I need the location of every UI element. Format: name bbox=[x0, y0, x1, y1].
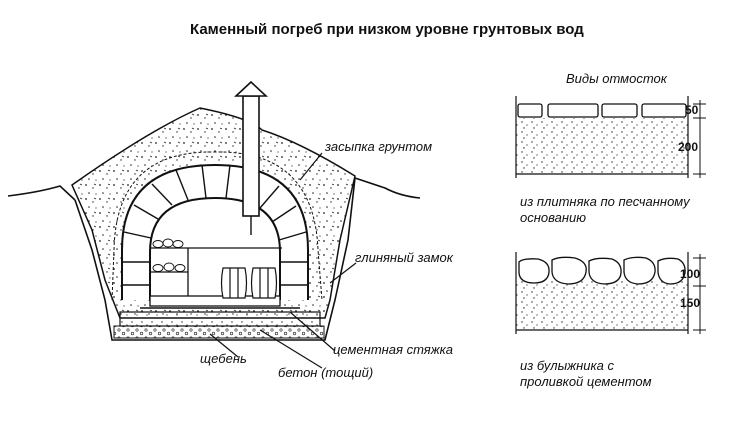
interior bbox=[149, 247, 282, 307]
cobble-detail bbox=[515, 252, 706, 334]
ground-profile bbox=[7, 177, 421, 201]
paving-caption-line1: из плитняка по песчанному bbox=[520, 194, 690, 209]
stone-vault bbox=[121, 163, 309, 300]
clay-lock bbox=[111, 151, 323, 301]
vegetables bbox=[152, 238, 186, 272]
label-screed: цементная стяжка bbox=[333, 342, 454, 357]
excavation-pit bbox=[74, 177, 356, 341]
gravel-bed bbox=[113, 325, 325, 339]
concrete-slab bbox=[119, 311, 321, 327]
vent-pipe bbox=[233, 80, 269, 235]
cobble-caption-line1: из булыжника с bbox=[520, 358, 614, 373]
label-crushed-stone: щебень bbox=[200, 351, 247, 366]
blind-area-heading: Виды отмосток bbox=[566, 71, 667, 86]
label-backfill: засыпка грунтом bbox=[325, 139, 433, 154]
page-title: Каменный погреб при низком уровне грунто… bbox=[190, 21, 584, 38]
dim-50: 50 bbox=[685, 103, 699, 117]
leader-lines bbox=[209, 152, 357, 369]
paving-detail bbox=[515, 96, 706, 178]
dim-150: 150 bbox=[680, 296, 701, 310]
label-lean-concrete: бетон (тощий) bbox=[278, 365, 374, 380]
label-clay-lock: глиняный замок bbox=[355, 250, 453, 265]
cobble-caption-line2: проливкой цементом bbox=[520, 374, 652, 389]
paving-caption-line2: основанию bbox=[520, 210, 587, 225]
barrels bbox=[220, 267, 278, 299]
dim-100: 100 bbox=[680, 267, 701, 281]
dim-200: 200 bbox=[678, 140, 699, 154]
